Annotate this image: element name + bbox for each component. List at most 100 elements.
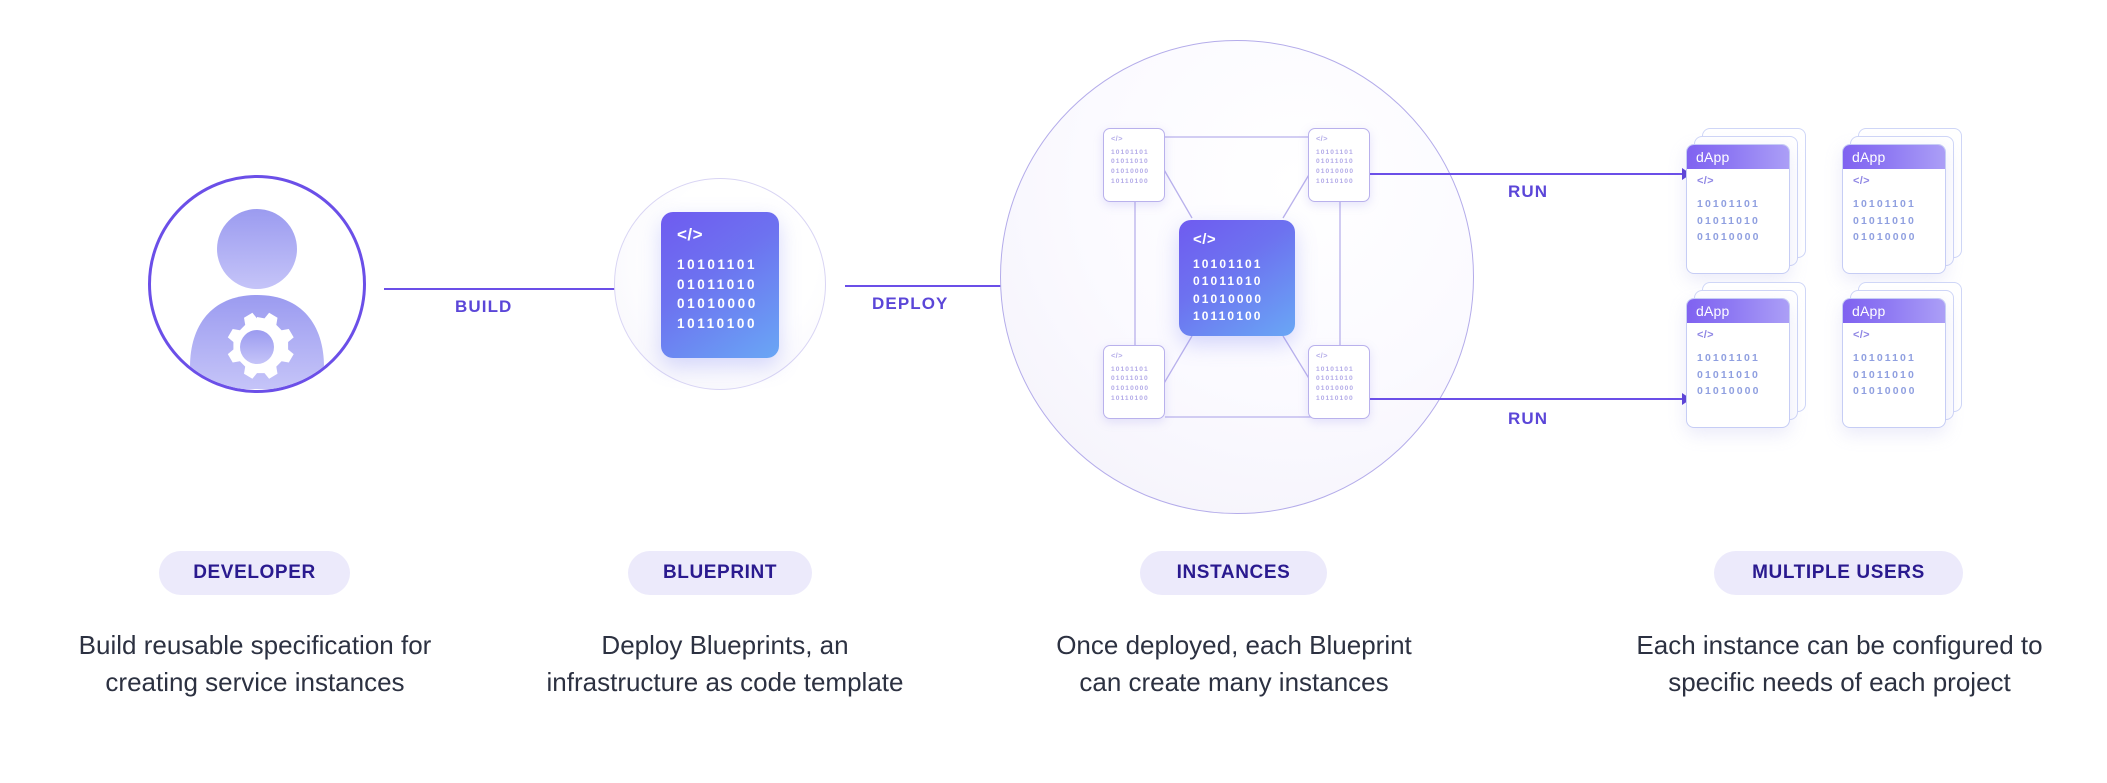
- run-bottom-arrow-label: RUN: [1508, 409, 1549, 428]
- binary-row: 01011010: [1697, 214, 1760, 227]
- binary-rows: 10101101 01011010 01010000: [1697, 350, 1789, 400]
- dapp-title: dApp: [1852, 149, 1886, 165]
- dapp-card-body: </> 10101101 01011010 01010000: [1843, 323, 1945, 400]
- binary-row: 01010000: [1193, 291, 1264, 306]
- binary-row: 01010000: [1111, 385, 1150, 392]
- binary-row: 01011010: [677, 276, 758, 292]
- binary-row: 01010000: [1697, 385, 1761, 398]
- binary-row: 01010000: [1853, 231, 1917, 244]
- binary-rows: 10101101 01011010 01010000 10110100: [1111, 365, 1164, 404]
- code-tag: </>: [1853, 329, 1870, 341]
- binary-row: 01011010: [1316, 375, 1354, 383]
- binary-row: 01010000: [1853, 385, 1917, 398]
- binary-row: 01011010: [1853, 214, 1916, 227]
- dapp-card-header: dApp: [1843, 145, 1945, 169]
- dapp-card: dApp </> 10101101 01011010 01010000: [1842, 144, 1946, 274]
- dapp-card-header: dApp: [1687, 299, 1789, 323]
- binary-row: 10101101: [1697, 352, 1760, 364]
- binary-row: 10101101: [1193, 257, 1263, 271]
- dapp-title: dApp: [1696, 303, 1730, 319]
- instance-center-code-card: </> 10101101 01011010 01010000 10110100: [1179, 220, 1295, 336]
- dapp-stack: dApp </> 10101101 01011010 01010000: [1686, 128, 1806, 278]
- binary-row: 10101101: [1853, 198, 1916, 210]
- binary-rows: 10101101 01011010 01010000 10110100: [1111, 148, 1164, 187]
- stage-caption-instances: Once deployed, each Blueprint can create…: [1000, 627, 1468, 701]
- binary-row: 10101101: [1111, 148, 1149, 156]
- instance-node-card: </> 10101101 01011010 01010000 10110100: [1308, 128, 1370, 202]
- caption-line: Build reusable specification for: [78, 630, 432, 660]
- code-tag: </>: [1697, 329, 1714, 341]
- stage-pill-developer: DEVELOPER: [159, 551, 350, 595]
- code-tag: </>: [1316, 134, 1328, 143]
- binary-row: 10110100: [1193, 308, 1263, 323]
- binary-rows: 10101101 01011010 01010000: [1853, 350, 1945, 400]
- stage-caption-multiple-users: Each instance can be configured to speci…: [1572, 627, 2107, 701]
- binary-row: 01011010: [1111, 158, 1149, 166]
- dapp-card: dApp </> 10101101 01011010 01010000: [1686, 144, 1790, 274]
- build-arrow-line: [384, 288, 624, 290]
- instance-node-card: </> 10101101 01011010 01010000 10110100: [1103, 345, 1165, 419]
- stage-caption-blueprint: Deploy Blueprints, an infrastructure as …: [490, 627, 960, 701]
- dapp-card-header: dApp: [1843, 299, 1945, 323]
- binary-row: 01011010: [1316, 158, 1354, 166]
- dapp-card: dApp </> 10101101 01011010 01010000: [1686, 298, 1790, 428]
- binary-row: 01011010: [1193, 274, 1263, 289]
- code-tag: </>: [1853, 175, 1870, 187]
- binary-rows: 10101101 01011010 01010000: [1697, 196, 1789, 246]
- binary-row: 10110100: [677, 316, 758, 332]
- stage-pill-instances: INSTANCES: [1140, 551, 1327, 595]
- binary-row: 10101101: [677, 257, 758, 272]
- dapp-stack: dApp </> 10101101 01011010 01010000: [1686, 282, 1806, 432]
- build-arrow-label: BUILD: [455, 297, 513, 316]
- binary-row: 01010000: [1697, 231, 1761, 244]
- code-tag: </>: [1111, 351, 1123, 360]
- deploy-arrow-label: DEPLOY: [872, 294, 949, 313]
- dapp-card: dApp </> 10101101 01011010 01010000: [1842, 298, 1946, 428]
- binary-row: 01010000: [1316, 168, 1355, 175]
- caption-line: creating service instances: [105, 666, 405, 697]
- binary-row: 10101101: [1697, 198, 1760, 210]
- binary-rows: 10101101 01011010 01010000 10110100: [677, 255, 779, 334]
- dapp-stack: dApp </> 10101101 01011010 01010000: [1842, 128, 1962, 278]
- code-tag: </>: [1316, 351, 1328, 360]
- binary-row: 01011010: [1853, 368, 1916, 381]
- caption-line: infrastructure as code template: [546, 666, 904, 697]
- stage-pill-multiple-users: MULTIPLE USERS: [1714, 551, 1963, 595]
- caption-line: specific needs of each project: [1668, 666, 2011, 697]
- dapp-card-header: dApp: [1687, 145, 1789, 169]
- binary-row: 10101101: [1316, 148, 1354, 156]
- code-tag: </>: [1697, 175, 1714, 187]
- dapp-stack: dApp </> 10101101 01011010 01010000: [1842, 282, 1962, 432]
- run-top-arrow-label: RUN: [1508, 182, 1549, 201]
- binary-row: 10110100: [1316, 394, 1354, 402]
- binary-row: 10110100: [1111, 177, 1149, 185]
- binary-row: 01011010: [1111, 375, 1149, 383]
- instance-node-card: </> 10101101 01011010 01010000 10110100: [1103, 128, 1165, 202]
- binary-rows: 10101101 01011010 01010000 10110100: [1316, 148, 1369, 187]
- dapp-title: dApp: [1696, 149, 1730, 165]
- blueprint-code-card: </> 10101101 01011010 01010000 10110100: [661, 212, 779, 358]
- binary-row: 10110100: [1316, 177, 1354, 185]
- run-top-arrow-line: [1370, 173, 1690, 175]
- code-tag: </>: [1111, 134, 1123, 143]
- binary-row: 10101101: [1111, 365, 1149, 373]
- code-tag: </>: [1193, 231, 1217, 248]
- stage-caption-developer: Build reusable specification for creatin…: [20, 627, 490, 701]
- caption-line: Once deployed, each Blueprint: [1056, 630, 1412, 660]
- dapp-card-body: </> 10101101 01011010 01010000: [1687, 323, 1789, 400]
- dapp-card-body: </> 10101101 01011010 01010000: [1843, 169, 1945, 246]
- run-bottom-arrow-line: [1370, 398, 1690, 400]
- binary-rows: 10101101 01011010 01010000: [1853, 196, 1945, 246]
- instance-node-card: </> 10101101 01011010 01010000 10110100: [1308, 345, 1370, 419]
- dapp-card-body: </> 10101101 01011010 01010000: [1687, 169, 1789, 246]
- binary-rows: 10101101 01011010 01010000 10110100: [1316, 365, 1369, 404]
- binary-row: 01010000: [1111, 168, 1150, 175]
- caption-line: can create many instances: [1079, 666, 1389, 697]
- binary-row: 10101101: [1853, 352, 1916, 364]
- stage-pill-blueprint: BLUEPRINT: [628, 551, 812, 595]
- code-tag: </>: [677, 225, 704, 244]
- binary-row: 10110100: [1111, 394, 1149, 402]
- binary-rows: 10101101 01011010 01010000 10110100: [1193, 256, 1295, 325]
- binary-row: 01010000: [1316, 385, 1355, 392]
